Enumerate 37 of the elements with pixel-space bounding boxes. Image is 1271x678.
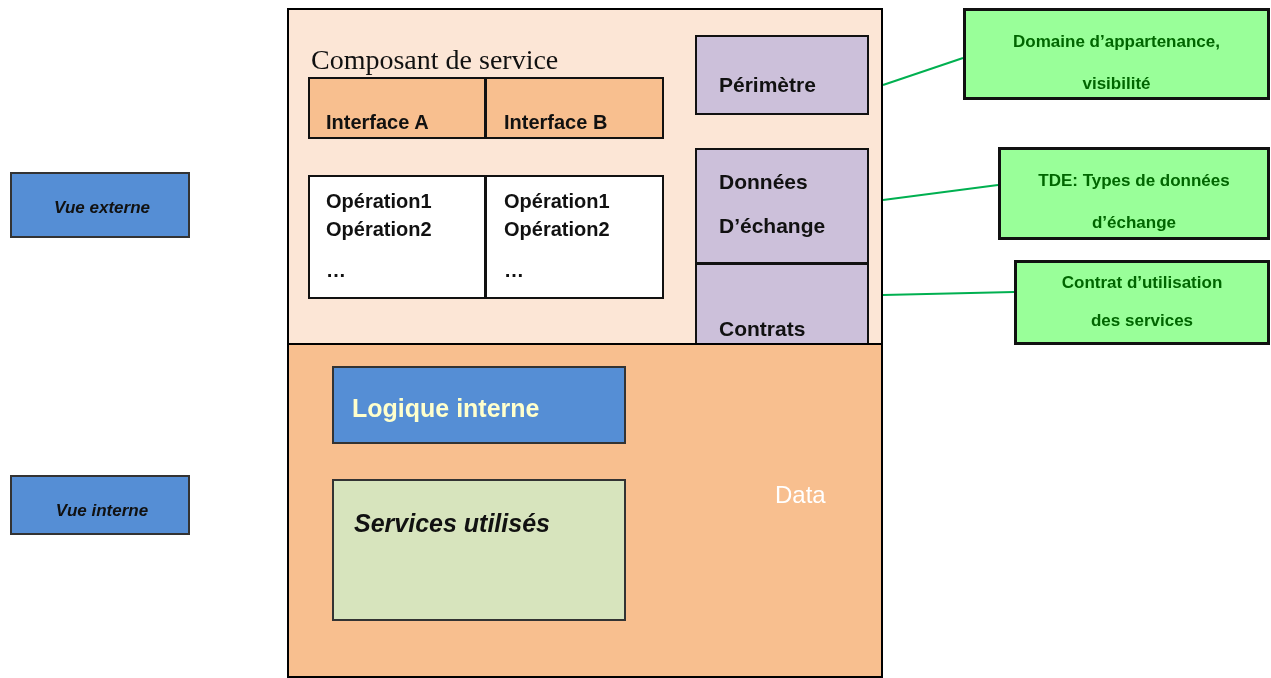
operations-box xyxy=(485,175,664,299)
connector-line xyxy=(882,291,1015,296)
services-box xyxy=(332,479,626,621)
view-label: Vue externe xyxy=(52,198,152,218)
panel-heading: Composant de service xyxy=(311,44,559,76)
note-text: Domaine d’appartenance, visibilité xyxy=(1012,31,1221,95)
ellipsis: … xyxy=(326,259,346,282)
view-box xyxy=(10,172,190,238)
aspect-box xyxy=(695,263,869,346)
services-label: Services utilisés xyxy=(354,509,550,538)
interface-box xyxy=(485,77,664,139)
logic-label: Logique interne xyxy=(352,394,540,423)
operations-list: Opération1 Opération2 xyxy=(326,187,436,243)
operations-box xyxy=(308,175,486,299)
note-box xyxy=(998,147,1270,240)
interface-label: Interface A xyxy=(326,111,429,134)
aspect-box xyxy=(695,148,869,264)
interface-label: Interface B xyxy=(504,111,608,134)
connector-line xyxy=(882,184,999,201)
aspect-label: Données D’échange xyxy=(719,169,827,239)
note-box xyxy=(963,8,1270,100)
note-text: TDE: Types de données d’échange xyxy=(1037,170,1231,234)
aspect-box xyxy=(695,35,869,115)
panel-label: Data xyxy=(775,481,826,509)
connector-line xyxy=(882,57,964,86)
interface-box xyxy=(308,77,486,139)
service-panel xyxy=(287,8,883,344)
ellipsis: … xyxy=(504,259,524,282)
note-box xyxy=(1014,260,1270,345)
operations-list: Opération1 Opération2 xyxy=(504,187,614,243)
logic-box xyxy=(332,366,626,444)
aspect-label: Contrats xyxy=(719,317,806,341)
internal-panel xyxy=(287,343,883,678)
view-label: Vue interne xyxy=(54,501,150,521)
aspect-label: Périmètre xyxy=(719,73,816,97)
note-text: Contrat d’utilisation des services xyxy=(1060,272,1224,332)
view-box xyxy=(10,475,190,535)
